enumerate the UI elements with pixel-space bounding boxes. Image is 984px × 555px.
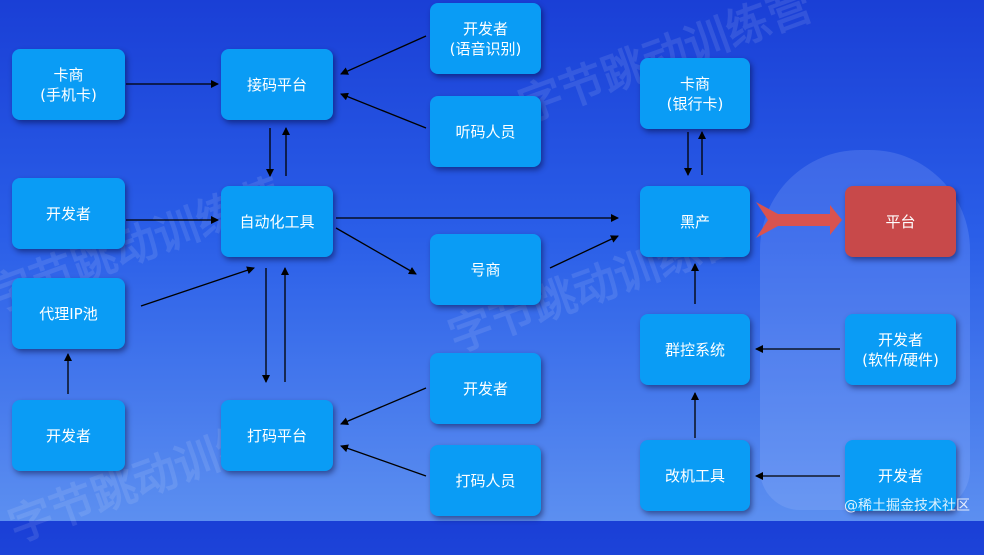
- node-sublabel: (手机卡): [40, 85, 97, 104]
- node-auto-tool: 自动化工具: [221, 186, 333, 257]
- edge-proxy-to-auto: [140, 266, 255, 307]
- node-heichan: 黑产: [640, 186, 750, 257]
- node-label: 打码人员: [455, 471, 516, 490]
- node-label: 开发者: [462, 19, 508, 38]
- node-label: 听码人员: [455, 122, 516, 141]
- node-haoshang: 号商: [430, 234, 541, 305]
- node-dev-dama: 开发者: [430, 353, 541, 424]
- node-qunkong-system: 群控系统: [640, 314, 750, 385]
- edge-damastaff-to-dama: [340, 444, 427, 477]
- node-label: 黑产: [679, 212, 710, 231]
- node-label: 卡商: [679, 74, 710, 93]
- node-tingma-staff: 听码人员: [430, 96, 541, 167]
- node-sublabel: (银行卡): [666, 94, 724, 113]
- node-label: 改机工具: [664, 466, 725, 485]
- node-label: 开发者: [45, 426, 91, 445]
- node-label: 开发者: [462, 379, 508, 398]
- node-label: 开发者: [45, 204, 91, 223]
- node-sublabel: (语音识别): [449, 39, 522, 58]
- node-gaiji-tool: 改机工具: [640, 440, 750, 511]
- node-platform: 平台: [845, 186, 956, 257]
- node-proxy-ip-pool: 代理IP池: [12, 278, 125, 349]
- node-dev-software-hardware: 开发者 (软件/硬件): [845, 314, 956, 385]
- node-label: 接码平台: [246, 75, 307, 94]
- edge-devvoice-to-jiema: [340, 35, 427, 75]
- edge-haoshang-to-heichan: [549, 235, 619, 269]
- node-label: 自动化工具: [239, 212, 315, 231]
- edge-devdama-to-dama: [340, 387, 427, 425]
- node-label: 打码平台: [246, 426, 307, 445]
- node-label: 卡商: [53, 65, 84, 84]
- big-red-arrow: [756, 202, 842, 238]
- node-dev-proxy: 开发者: [12, 400, 125, 471]
- node-label: 群控系统: [664, 340, 725, 359]
- node-kashang-phone: 卡商 (手机卡): [12, 49, 125, 120]
- node-label: 开发者: [877, 330, 923, 349]
- node-label: 开发者: [877, 466, 923, 485]
- node-label: 代理IP池: [39, 304, 98, 323]
- node-kashang-bank: 卡商 (银行卡): [640, 58, 750, 129]
- node-dev-auto: 开发者: [12, 178, 125, 249]
- node-dama-platform: 打码平台: [221, 400, 333, 471]
- node-sublabel: (软件/硬件): [862, 350, 939, 369]
- edges-layer: [64, 35, 842, 480]
- node-dev-gaiji: 开发者: [845, 440, 956, 511]
- edge-tingma-to-jiema: [340, 92, 427, 129]
- credit-text: @稀土掘金技术社区: [844, 498, 970, 514]
- node-dama-staff: 打码人员: [430, 445, 541, 516]
- node-label: 平台: [885, 212, 916, 231]
- node-dev-voice: 开发者 (语音识别): [430, 3, 541, 74]
- edge-auto-to-haoshang: [335, 227, 417, 275]
- node-jiema-platform: 接码平台: [221, 49, 333, 120]
- node-label: 号商: [470, 260, 501, 279]
